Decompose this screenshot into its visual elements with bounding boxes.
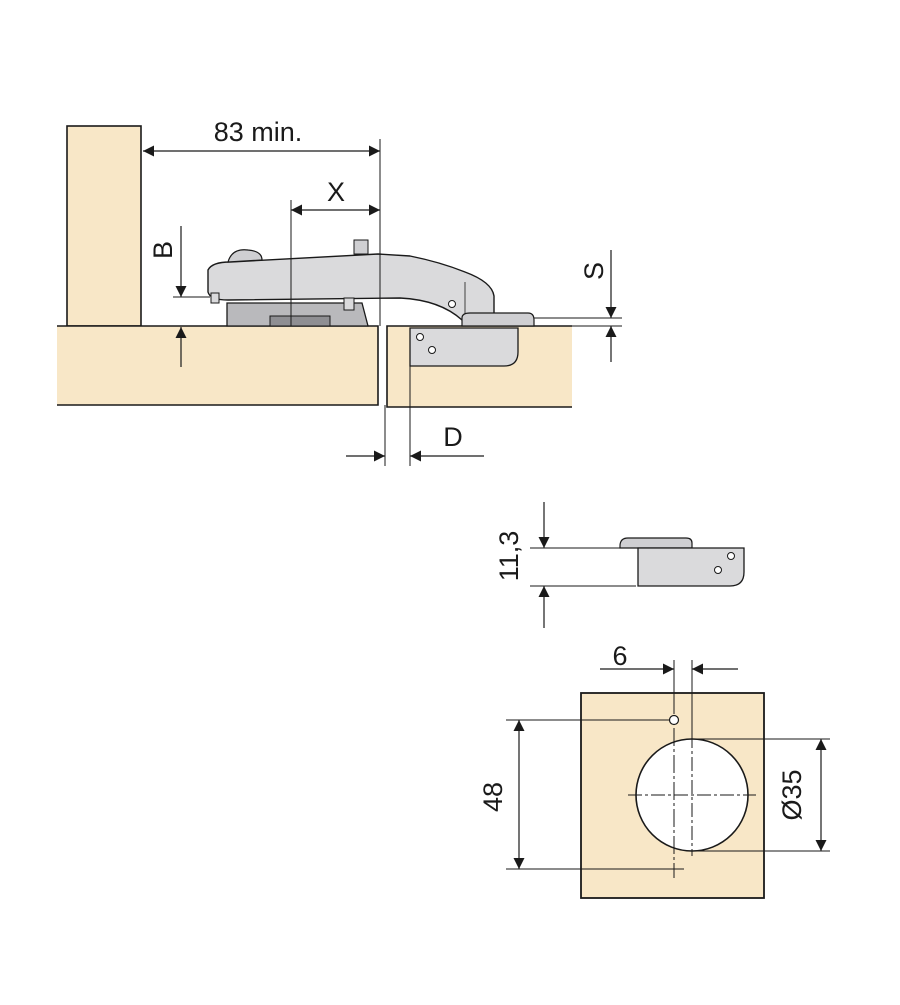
plate-clip <box>269 315 331 327</box>
arm-rivet <box>448 300 456 308</box>
cabinet-base-panel <box>57 325 379 406</box>
hinge-cup <box>409 327 519 367</box>
profile-hole-1 <box>727 552 735 560</box>
label-35: Ø35 <box>777 769 807 820</box>
profile-hole-2 <box>714 566 722 574</box>
drilling-pattern-view: 6 48 Ø35 <box>478 641 830 899</box>
side-view: 83 min. X B S D <box>57 117 622 466</box>
label-11-3: 11,3 <box>494 531 524 582</box>
cup-hole-1 <box>416 333 424 341</box>
label-s: S <box>579 262 609 280</box>
adjust-screw <box>353 239 369 255</box>
arm-tab <box>210 292 220 304</box>
label-d: D <box>443 422 463 452</box>
label-48: 48 <box>478 782 508 812</box>
cup-flange <box>461 312 535 327</box>
screw-hole-top <box>668 714 680 726</box>
cabinet-side-panel <box>66 125 142 327</box>
hinge-arm-cap <box>227 249 263 263</box>
cup-profile-view: 11,3 <box>494 502 745 628</box>
profile-cup <box>637 547 745 587</box>
label-83-min: 83 min. <box>214 117 303 147</box>
cup-hole-2 <box>428 346 436 354</box>
arm-tab-2 <box>343 297 355 311</box>
label-6: 6 <box>612 641 627 671</box>
mounting-plate <box>226 302 369 327</box>
label-x: X <box>327 177 345 207</box>
label-b: B <box>148 241 178 259</box>
profile-flange <box>619 537 693 549</box>
